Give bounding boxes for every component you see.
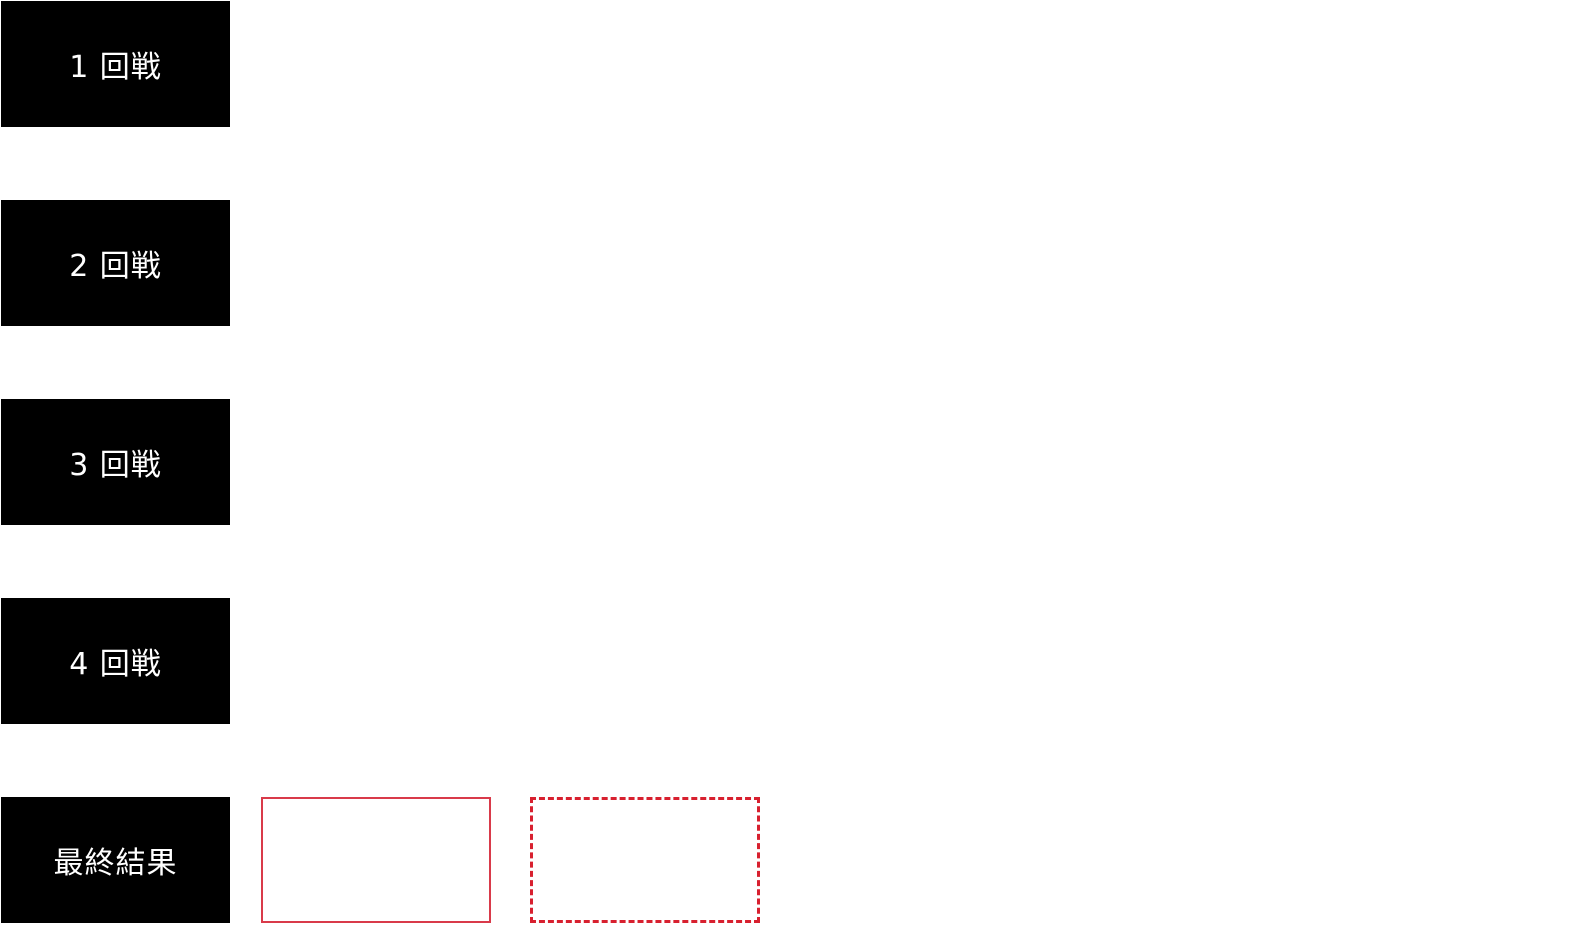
final-result-slot-dashed[interactable] [530,797,760,923]
round-4-label: 4 回戦 [1,598,230,724]
round-2-label: 2 回戦 [1,200,230,326]
final-result-label: 最終結果 [1,797,230,923]
final-result-slot-solid[interactable] [261,797,491,923]
round-3-label: 3 回戦 [1,399,230,525]
round-1-label: 1 回戦 [1,1,230,127]
